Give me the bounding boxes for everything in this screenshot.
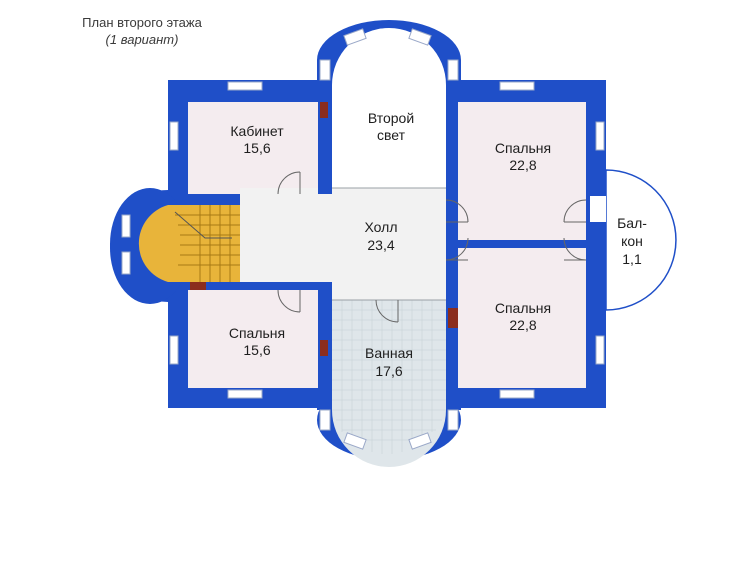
chimneys [190, 102, 458, 356]
doors [277, 171, 587, 323]
bathroom-tiles [332, 300, 446, 454]
bedroom-ne-area: 22,8 [509, 157, 536, 173]
lightwell-name2: свет [377, 127, 406, 143]
room-floors [138, 28, 586, 467]
study-name: Кабинет [230, 123, 284, 139]
balcony-name: Бал- [617, 215, 647, 231]
staircase [174, 205, 240, 282]
bedroom-sw-name: Спальня [229, 325, 285, 341]
room-labels: Кабинет 15,6 Второй свет Спальня 22,8 Хо… [229, 110, 647, 379]
bathroom-floor [332, 300, 446, 467]
bedroom-sw-floor [188, 290, 318, 388]
bedroom-se-floor [458, 248, 586, 388]
lightwell-name: Второй [368, 110, 414, 126]
study-floor [188, 102, 318, 194]
study-area: 15,6 [243, 140, 270, 156]
plan-title: План второго этажа [82, 15, 202, 30]
plan-caption: План второго этажа (1 вариант) [52, 14, 232, 48]
bedroom-se-area: 22,8 [509, 317, 536, 333]
balcony-area: 1,1 [622, 251, 642, 267]
hall-area: 23,4 [367, 237, 394, 253]
balcony [590, 169, 677, 311]
bedroom-ne-name: Спальня [495, 140, 551, 156]
windows [121, 28, 605, 450]
bedroom-sw-area: 15,6 [243, 342, 270, 358]
balcony-name2: кон [621, 233, 643, 249]
bathroom-name: Ванная [365, 345, 413, 361]
plan-subtitle: (1 вариант) [105, 32, 179, 47]
bedroom-se-name: Спальня [495, 300, 551, 316]
lightwell-floor [332, 28, 446, 188]
hall-name: Холл [365, 219, 398, 235]
hall-floor [240, 188, 446, 282]
openings [332, 187, 446, 301]
stairs-floor [190, 205, 240, 282]
bathroom-area: 17,6 [375, 363, 402, 379]
